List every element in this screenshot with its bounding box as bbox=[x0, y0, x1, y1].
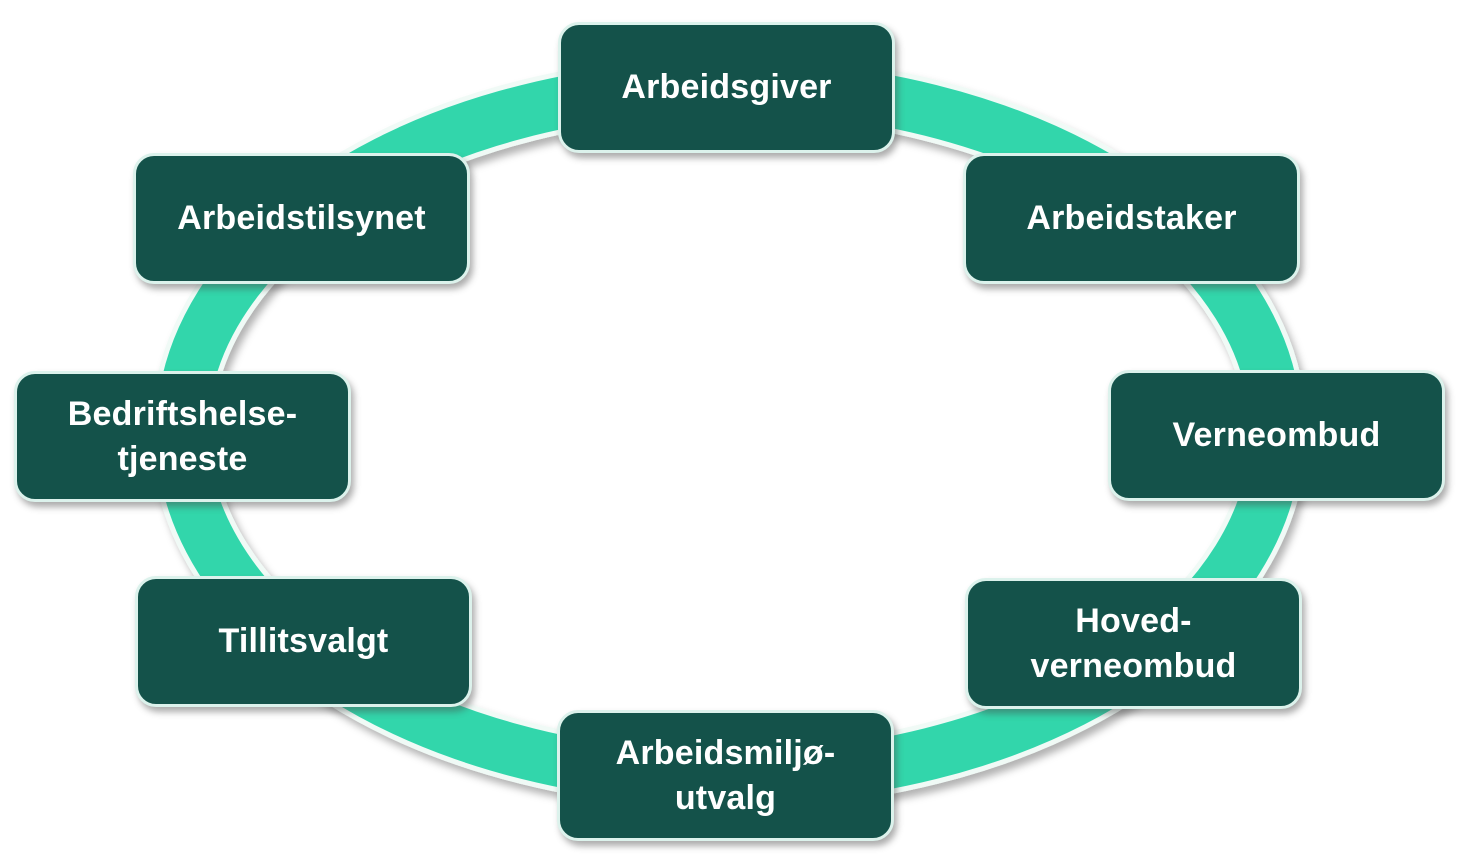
node-arbeidsmiljoutvalg-label: Arbeidsmiljø- utvalg bbox=[615, 734, 836, 817]
node-bedriftshelsetjeneste: Bedriftshelse- tjeneste bbox=[14, 371, 351, 502]
node-verneombud: Verneombud bbox=[1108, 370, 1445, 501]
node-hovedverneombud: Hoved- verneombud bbox=[965, 578, 1302, 709]
node-arbeidstaker: Arbeidstaker bbox=[963, 153, 1300, 284]
node-arbeidstaker-label: Arbeidstaker bbox=[1026, 199, 1237, 238]
node-bedriftshelsetjeneste-label: Bedriftshelse- tjeneste bbox=[67, 395, 298, 478]
node-arbeidsgiver-label: Arbeidsgiver bbox=[621, 68, 832, 107]
node-arbeidstilsynet: Arbeidstilsynet bbox=[133, 153, 470, 284]
node-verneombud-label: Verneombud bbox=[1172, 416, 1381, 455]
node-arbeidsmiljoutvalg: Arbeidsmiljø- utvalg bbox=[557, 710, 894, 841]
node-arbeidstilsynet-label: Arbeidstilsynet bbox=[177, 199, 426, 238]
node-hovedverneombud-label: Hoved- verneombud bbox=[1030, 602, 1237, 685]
node-tillitsvalgt-label: Tillitsvalgt bbox=[218, 622, 389, 661]
node-arbeidsgiver: Arbeidsgiver bbox=[558, 22, 895, 153]
node-tillitsvalgt: Tillitsvalgt bbox=[135, 576, 472, 707]
